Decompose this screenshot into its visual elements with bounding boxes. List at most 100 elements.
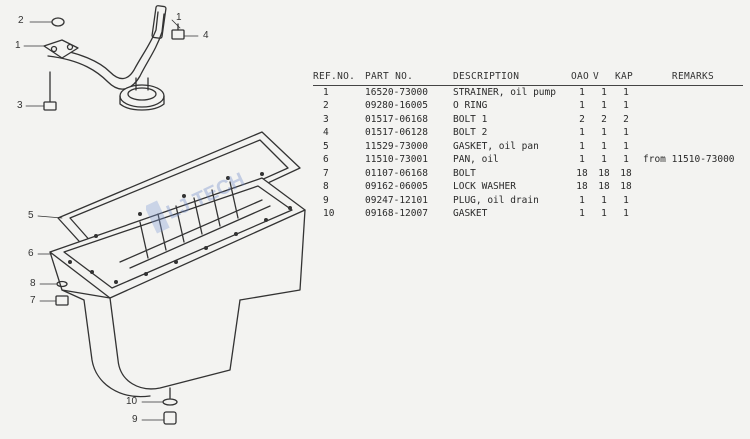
description-cell: BOLT 2 <box>453 127 488 138</box>
qty-oao-cell: 1 <box>579 100 585 111</box>
qty-v-cell: 1 <box>601 127 607 138</box>
description-cell: STRAINER, oil pump <box>453 86 556 98</box>
callout-3: 3 <box>17 100 23 111</box>
qty-oao-cell: 1 <box>579 208 585 219</box>
part-no-cell: 09247-12101 <box>365 194 428 206</box>
table-row: 2 09280-16005 O RING 1 1 1 <box>313 99 743 113</box>
ref-cell: 2 <box>323 100 329 111</box>
part-no-cell: 09280-16005 <box>365 100 428 111</box>
callout-6: 6 <box>28 248 34 259</box>
remarks-cell <box>637 126 743 140</box>
table-row: 5 11529-73000 GASKET, oil pan 1 1 1 <box>313 140 743 154</box>
part-no-cell: 09162-06005 <box>365 181 428 192</box>
parts-table: REF.NO. PART NO. DESCRIPTION OAO V KAP R… <box>313 70 743 221</box>
qty-oao-cell: 1 <box>579 127 585 138</box>
callout-10: 10 <box>126 396 138 407</box>
qty-kap-cell: 1 <box>623 127 629 138</box>
qty-kap-cell: 2 <box>623 113 629 125</box>
remarks-cell <box>637 207 743 221</box>
ref-cell: 4 <box>323 127 329 138</box>
qty-kap-cell: 1 <box>623 100 629 111</box>
qty-oao-cell: 18 <box>576 181 588 192</box>
remarks-cell: from 11510-73000 <box>643 154 735 165</box>
part-no-cell: 09168-12007 <box>365 208 428 219</box>
part-no-cell: 01107-06168 <box>365 167 428 179</box>
callout-5: 5 <box>28 210 34 221</box>
table-row: 3 01517-06168 BOLT 1 2 2 2 <box>313 113 743 127</box>
description-cell: O RING <box>453 100 488 111</box>
col-remarks-header: REMARKS <box>637 70 743 86</box>
oil-pan-exploded-view <box>23 5 306 425</box>
callout-8: 8 <box>30 278 36 289</box>
qty-kap-cell: 1 <box>623 86 629 98</box>
description-cell: GASKET <box>453 208 488 219</box>
ref-cell: 5 <box>323 140 329 152</box>
col-qty1-header: OAO <box>571 70 593 86</box>
qty-oao-cell: 1 <box>579 140 585 152</box>
qty-oao-cell: 2 <box>579 113 585 125</box>
description-cell: LOCK WASHER <box>453 181 516 192</box>
qty-v-cell: 1 <box>601 154 607 165</box>
qty-kap-cell: 1 <box>623 194 629 206</box>
callout-4: 4 <box>203 30 209 41</box>
ref-cell: 1 <box>323 86 329 98</box>
table-row: 10 09168-12007 GASKET 1 1 1 <box>313 207 743 221</box>
description-cell: GASKET, oil pan <box>453 140 539 152</box>
col-desc-header: DESCRIPTION <box>453 70 571 86</box>
col-ref-header: REF.NO. <box>313 70 365 86</box>
ref-cell: 8 <box>323 181 329 192</box>
ref-cell: 10 <box>323 208 335 219</box>
table-row: 8 09162-06005 LOCK WASHER 18 18 18 <box>313 180 743 194</box>
description-cell: BOLT 1 <box>453 113 488 125</box>
qty-kap-cell: 18 <box>620 181 632 192</box>
qty-v-cell: 1 <box>601 140 607 152</box>
description-cell: PAN, oil <box>453 154 499 165</box>
bolt-1-drawing <box>43 71 57 111</box>
parts-diagram: 2 1 3 1 4 5 6 8 7 10 9 <box>0 0 330 439</box>
qty-v-cell: 1 <box>601 100 607 111</box>
table-header-row: REF.NO. PART NO. DESCRIPTION OAO V KAP R… <box>313 70 743 86</box>
qty-v-cell: 1 <box>601 86 607 98</box>
drain-plug-drawing <box>162 387 178 425</box>
bolt-washer-drawing <box>55 280 69 306</box>
qty-v-cell: 2 <box>601 113 607 125</box>
callout-1: 1 <box>15 40 21 51</box>
qty-oao-cell: 1 <box>579 86 585 98</box>
qty-v-cell: 1 <box>601 208 607 219</box>
remarks-cell <box>637 85 743 99</box>
remarks-cell <box>637 194 743 208</box>
callout-7: 7 <box>30 295 36 306</box>
qty-oao-cell: 1 <box>579 194 585 206</box>
oil-pan-drawing <box>49 172 306 398</box>
o-ring-drawing <box>51 17 65 27</box>
qty-kap-cell: 1 <box>623 140 629 152</box>
part-no-cell: 01517-06168 <box>365 113 428 125</box>
ref-cell: 3 <box>323 113 329 125</box>
qty-oao-cell: 18 <box>576 167 588 179</box>
qty-v-cell: 18 <box>598 181 610 192</box>
col-part-header: PART NO. <box>365 70 453 86</box>
qty-oao-cell: 1 <box>579 154 585 165</box>
qty-kap-cell: 1 <box>623 154 629 165</box>
part-no-cell: 01517-06128 <box>365 127 428 138</box>
ref-cell: 6 <box>323 154 329 165</box>
remarks-cell <box>637 113 743 127</box>
col-qty3-header: KAP <box>615 70 637 86</box>
remarks-cell <box>637 99 743 113</box>
qty-v-cell: 1 <box>601 194 607 206</box>
ref-cell: 7 <box>323 167 329 179</box>
qty-kap-cell: 18 <box>620 167 632 179</box>
part-no-cell: 11529-73000 <box>365 140 428 152</box>
qty-kap-cell: 1 <box>623 208 629 219</box>
table-row: 4 01517-06128 BOLT 2 1 1 1 <box>313 126 743 140</box>
remarks-cell <box>637 167 743 181</box>
remarks-cell <box>637 180 743 194</box>
bolt-2-drawing <box>171 23 185 40</box>
callout-9: 9 <box>132 414 138 425</box>
qty-v-cell: 18 <box>598 167 610 179</box>
